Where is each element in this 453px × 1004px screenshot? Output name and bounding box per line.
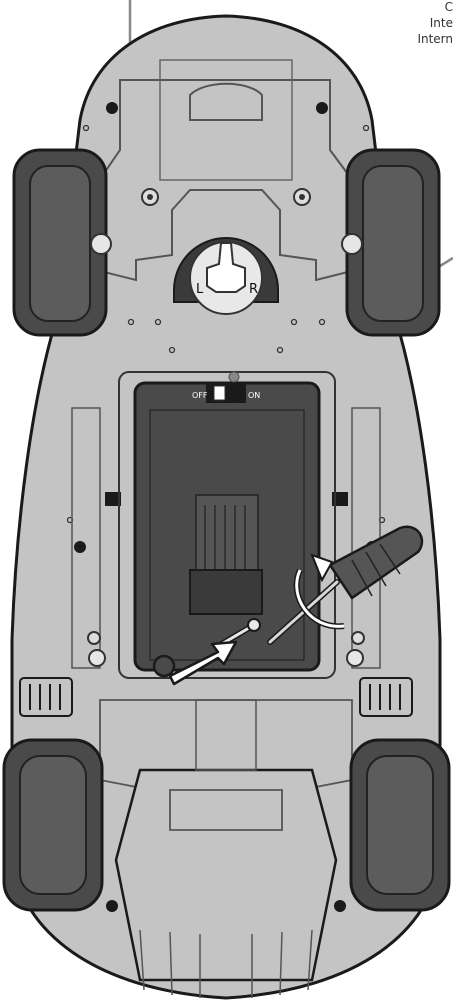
rear-chassis: [87, 631, 365, 982]
callout-label-1: C: [444, 0, 453, 14]
callout-label-2: Inte: [429, 16, 453, 30]
steering-trim-dial: L R: [173, 237, 279, 315]
dial-left-label: L: [196, 282, 204, 297]
rear-right-wheel: [349, 738, 451, 912]
power-switch: OFF ON: [192, 371, 260, 403]
battery-compartment: [118, 371, 336, 679]
front-right-wheel: [341, 148, 441, 337]
rear-vent-left: [19, 677, 73, 717]
rear-screws: [106, 900, 346, 912]
switch-off-label: OFF: [192, 391, 208, 400]
rear-left-wheel: [2, 738, 104, 912]
front-frame-inner: [159, 59, 293, 181]
front-screws: [106, 102, 328, 114]
rear-vent-right: [359, 677, 413, 717]
insert-direction-arrow-icon: [168, 640, 238, 686]
callout-label-3: Intern: [417, 32, 453, 46]
front-screw-bosses: [141, 188, 311, 206]
rotation-arrow-icon: [293, 553, 345, 630]
switch-on-label: ON: [248, 391, 260, 400]
rear-diffuser: [139, 929, 313, 998]
dial-right-label: R: [249, 282, 258, 297]
front-left-wheel: [12, 148, 112, 337]
small-holes: [66, 124, 386, 524]
front-bumper-recess: [189, 82, 263, 121]
